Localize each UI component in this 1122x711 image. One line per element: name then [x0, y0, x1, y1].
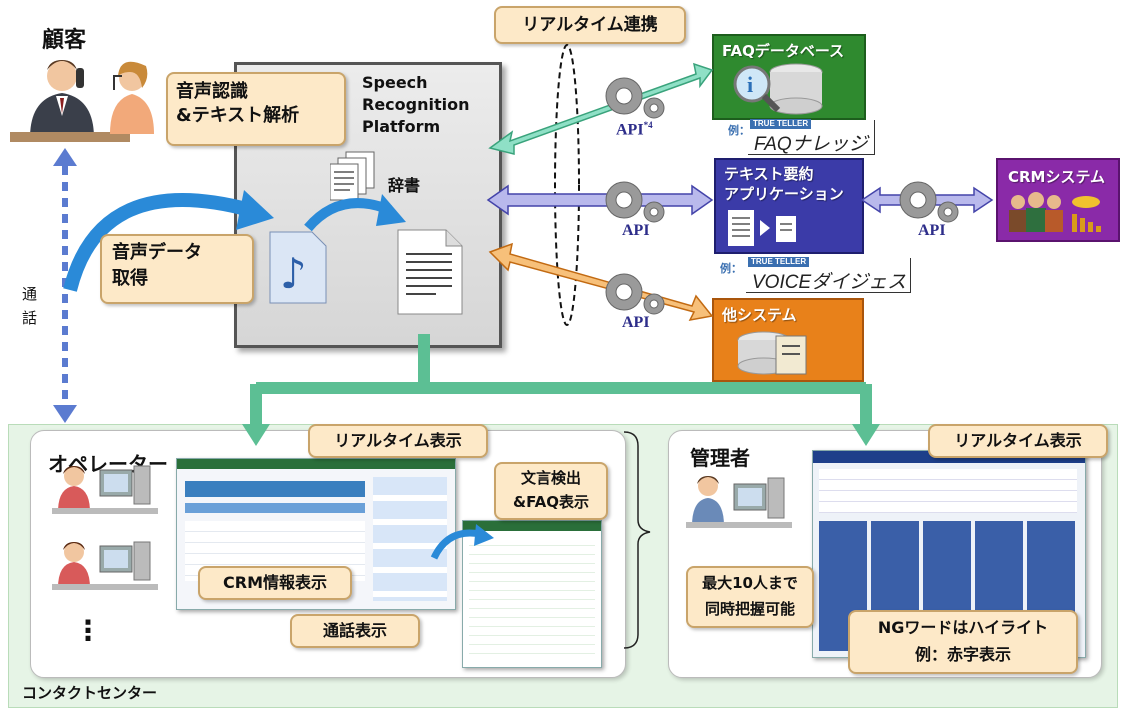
realtime-link-boundary: [554, 44, 580, 326]
crm-system-box: CRMシステム: [996, 158, 1120, 242]
speech-recognition-callout: 音声認識 &テキスト解析: [166, 72, 346, 146]
ng-words-line-1: NGワードはハイライト: [877, 618, 1049, 637]
call-label: 通話: [22, 285, 38, 327]
faq-screen-header: [463, 521, 601, 531]
svg-text:i: i: [747, 72, 753, 97]
svg-text:♪: ♪: [280, 249, 307, 298]
realtime-link-callout: リアルタイム連携: [494, 6, 686, 44]
other-system-title: 他システム: [722, 306, 797, 324]
speech-recognition-line-1: 音声認識: [176, 81, 248, 102]
ng-words-line-2: 例：赤字表示: [914, 645, 1011, 664]
more-operators: ⋮: [74, 614, 102, 647]
text-summary-title: テキスト要約 アプリケーション: [724, 164, 844, 204]
audio-file-icon: ♪: [269, 231, 327, 304]
summary-icon: [728, 210, 796, 246]
manager-realtime-callout: リアルタイム表示: [928, 424, 1108, 458]
customer-label: 顧客: [42, 28, 87, 53]
api-label-other: API: [622, 314, 650, 331]
operator-screen-band-2: [185, 503, 365, 513]
platform-title-line-3: Platform: [362, 117, 441, 136]
faq-screen-body: [469, 537, 595, 661]
other-system-box: 他システム: [712, 298, 864, 382]
faq-database-box: FAQデータベース i: [712, 34, 866, 120]
customer-illustration: [10, 60, 154, 142]
server-icon: [737, 331, 807, 375]
audio-capture-line-2: 取得: [112, 268, 148, 289]
ng-words-callout: NGワードはハイライト 例：赤字表示: [848, 610, 1078, 674]
faq-example-prefix: 例：: [728, 124, 750, 137]
audio-capture-callout: 音声データ 取得: [100, 234, 254, 304]
faq-product-logo: TRUE TELLER FAQナレッジ: [748, 119, 875, 155]
audio-flow-arrows: [63, 190, 406, 292]
text-summary-box: テキスト要約 アプリケーション: [714, 158, 864, 254]
platform-title-line-2: Recognition: [362, 95, 470, 114]
faq-flow-arrow: [430, 524, 494, 560]
dictionary-icon: [330, 151, 375, 201]
api-label-faq: API*4: [616, 120, 653, 139]
platform-title-line-1: Speech: [362, 73, 428, 92]
text-document-icon: [397, 229, 463, 315]
operator-screen-chat: [373, 477, 447, 601]
brand-tag-2: TRUE TELLER: [748, 257, 810, 267]
manager-label: 管理者: [690, 446, 750, 470]
keyword-faq-callout: 文言検出 &FAQ表示: [494, 462, 608, 520]
contact-center-label: コンタクトセンター: [22, 684, 158, 702]
keyword-faq-line-2: &FAQ表示: [513, 493, 589, 511]
operator-screen-band: [185, 481, 365, 497]
manager-avatar: [686, 476, 792, 528]
audio-capture-line-1: 音声データ: [112, 242, 202, 263]
operator-screen-header: [177, 459, 455, 469]
text-summary-title-2: アプリケーション: [724, 185, 844, 203]
crm-people-icon: [1009, 192, 1101, 232]
faq-database-title: FAQデータベース: [722, 42, 845, 60]
api-label-crm: API: [918, 222, 946, 239]
operator-avatars: [52, 465, 158, 590]
operator-realtime-callout: リアルタイム表示: [308, 424, 488, 458]
keyword-faq-line-1: 文言検出: [520, 469, 581, 487]
dictionary-label: 辞書: [388, 176, 421, 195]
max-users-line-1: 最大10人まで: [702, 574, 798, 592]
manager-screen-form: [819, 469, 1077, 513]
max-users-callout: 最大10人まで 同時把握可能: [686, 566, 814, 628]
summary-example-prefix: 例：: [720, 262, 742, 275]
platform-title: Speech Recognition Platform: [362, 72, 470, 138]
crm-info-callout: CRM情報表示: [198, 566, 352, 600]
call-display-callout: 通話表示: [290, 614, 420, 648]
speech-recognition-line-2: &テキスト解析: [176, 105, 300, 126]
faq-product-name: FAQナレッジ: [754, 134, 868, 155]
brand-tag: TRUE TELLER: [750, 119, 812, 129]
api-faq-sup: *4: [643, 120, 653, 130]
crm-system-title: CRMシステム: [1008, 168, 1106, 186]
api-faq-text: API: [616, 121, 644, 139]
database-search-icon: i: [733, 63, 823, 115]
api-label-summary: API: [622, 222, 650, 239]
faq-screen: [462, 520, 602, 668]
max-users-line-2: 同時把握可能: [704, 600, 795, 618]
text-summary-title-1: テキスト要約: [724, 165, 814, 183]
